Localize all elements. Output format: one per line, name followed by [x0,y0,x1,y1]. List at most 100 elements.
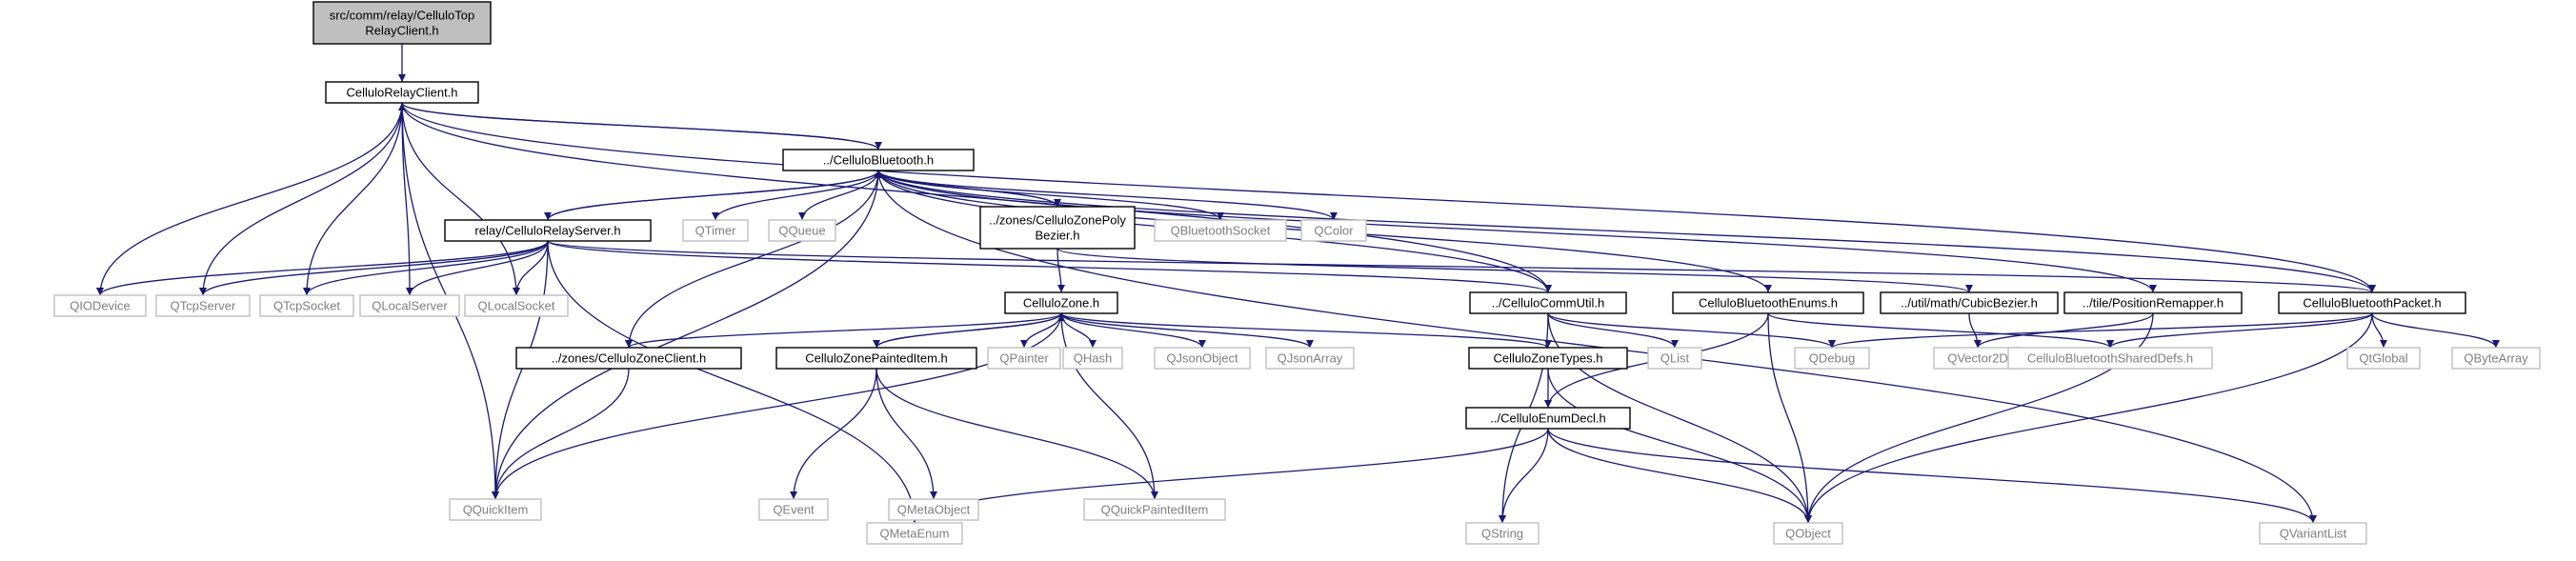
node-label: ../CelluloEnumDecl.h [1490,411,1605,426]
edge-zone-to-qjsonobject [1060,312,1206,349]
node-box [2063,291,2243,314]
node-label: QBluetoothSocket [1171,224,1271,238]
node-box [1672,291,1864,314]
edge-relayclient-to-qtcpserver [199,102,403,296]
node-box [155,294,251,317]
node-qlocalserver: QLocalServer [359,294,460,317]
edge-polybezier-to-bluetooth [875,170,1058,208]
edge-cubicbezier-to-qvector2d [1968,312,1982,349]
edge-relayserver-to-qlocalsocket [513,240,549,296]
node-box [1004,291,1118,314]
node-qhash: QHash [1062,347,1123,370]
node-label: QDebug [1809,351,1855,366]
node-qevent: QEvent [758,498,829,521]
node-label: QJsonObject [1166,351,1238,366]
edge-relayclient-to-commutil [401,102,1552,293]
node-relayserver[interactable]: relay/CelluloRelayServer.h [444,219,652,242]
edge-zonetypes-to-qobject [1547,368,1812,524]
edge-zonepainted-to-zone [875,312,1065,349]
edge-btenums-to-shareddefs [1767,312,2114,349]
node-label: QEvent [773,503,815,517]
node-label: QList [1660,351,1690,366]
node-qvector2d: QVector2D [1933,347,2023,370]
edge-enumdecl-to-qvariantlist [1547,428,2317,524]
node-label: QTimer [695,224,737,238]
node-label: CelluloZoneTypes.h [1494,351,1603,366]
node-box [775,347,977,370]
edge-zone-to-qquickitem [492,312,1062,500]
node-label: QVariantList [2280,527,2347,541]
node-label: QQuickItem [463,503,529,517]
node-qstring: QString [1465,522,1540,545]
node-label: QLocalSocket [478,299,555,313]
edge-relayclient-to-qiodevice [96,102,403,296]
edge-remapper-to-qvector2d [1974,312,2154,349]
node-box [312,1,492,45]
node-label: QIODevice [70,299,131,313]
edge-btpacket-to-qbytearray [2371,312,2500,349]
edge-bluetooth-to-qvariantlist [877,170,2317,524]
node-btpacket[interactable]: CelluloBluetoothPacket.h [2278,291,2466,314]
node-label: QQuickPaintedItem [1101,503,1209,517]
node-box [1880,291,2059,314]
node-label: RelayClient.h [365,24,438,38]
edge-bluetooth-to-relayclient [398,102,879,150]
node-label: ../zones/CelluloZoneClient.h [552,351,707,366]
edge-zonepainted-to-qevent [790,368,877,500]
node-zonetypes[interactable]: CelluloZoneTypes.h [1468,347,1628,370]
node-label: QtGlobal [2359,351,2407,366]
node-zone[interactable]: CelluloZone.h [1004,291,1118,314]
node-box [259,294,354,317]
edge-relayclient-to-qtcpsocket [303,102,403,296]
node-qquickpainted: QQuickPaintedItem [1083,498,1226,521]
node-label: QHash [1074,351,1112,366]
node-qiodevice: QIODevice [53,294,147,317]
node-label: QQueue [778,224,825,238]
edge-enumdecl-to-qobject [1547,428,1812,524]
node-box [1468,347,1628,370]
edge-relayserver-to-qmetaenum [547,240,918,524]
node-btenums[interactable]: CelluloBluetoothEnums.h [1672,291,1864,314]
node-remapper[interactable]: ../tile/PositionRemapper.h [2063,291,2243,314]
node-box [515,347,742,370]
edge-bluetooth-to-qquickitem [492,170,879,500]
node-label: ../zones/CelluloZonePoly [989,213,1126,228]
node-label: QMetaObject [897,503,971,517]
edge-zonepainted-to-qmetaobject [875,368,937,500]
edge-relayserver-to-qquickitem [492,240,549,500]
node-box [1794,347,1870,370]
node-qbtsocket: QBluetoothSocket [1154,219,1287,242]
edge-enumdecl-to-qmetaenum [911,428,1549,524]
node-zonepainted[interactable]: CelluloZonePaintedItem.h [775,347,977,370]
edge-polybezier-to-cubicbezier [1057,248,1973,293]
node-box [464,294,569,317]
node-qtimer: QTimer [682,219,749,242]
node-zoneclient[interactable]: ../zones/CelluloZoneClient.h [515,347,742,370]
node-qdebug: QDebug [1794,347,1870,370]
node-cubicbezier[interactable]: ../util/math/CubicBezier.h [1880,291,2059,314]
node-box [682,219,749,242]
edge-relayserver-to-btpacket [547,240,2376,293]
edge-relayserver-to-qiodevice [96,240,549,296]
node-label: ../util/math/CubicBezier.h [1901,296,2038,311]
node-label: QObject [1785,527,1831,541]
node-enumdecl[interactable]: ../CelluloEnumDecl.h [1465,407,1631,430]
node-box [325,81,479,104]
edge-remapper-to-qobject [1804,312,2154,524]
node-label: CelluloBluetoothEnums.h [1699,296,1838,311]
node-label: ../tile/PositionRemapper.h [2083,296,2224,311]
node-label: QByteArray [2464,351,2528,366]
edge-relayserver-to-qtcpserver [199,240,549,296]
node-label: CelluloBluetoothPacket.h [2303,296,2441,311]
node-label: QTcpSocket [273,299,340,313]
node-shareddefs: CelluloBluetoothSharedDefs.h [2007,347,2213,370]
node-qbytearray: QByteArray [2451,347,2541,370]
node-label: QJsonArray [1278,351,1343,366]
node-box [1265,347,1355,370]
node-relayclient[interactable]: CelluloRelayClient.h [325,81,479,104]
node-commutil[interactable]: ../CelluloCommUtil.h [1469,291,1627,314]
node-bluetooth[interactable]: ../CelluloBluetooth.h [782,149,975,171]
edge-btpacket-to-qdebug [1828,312,2373,349]
